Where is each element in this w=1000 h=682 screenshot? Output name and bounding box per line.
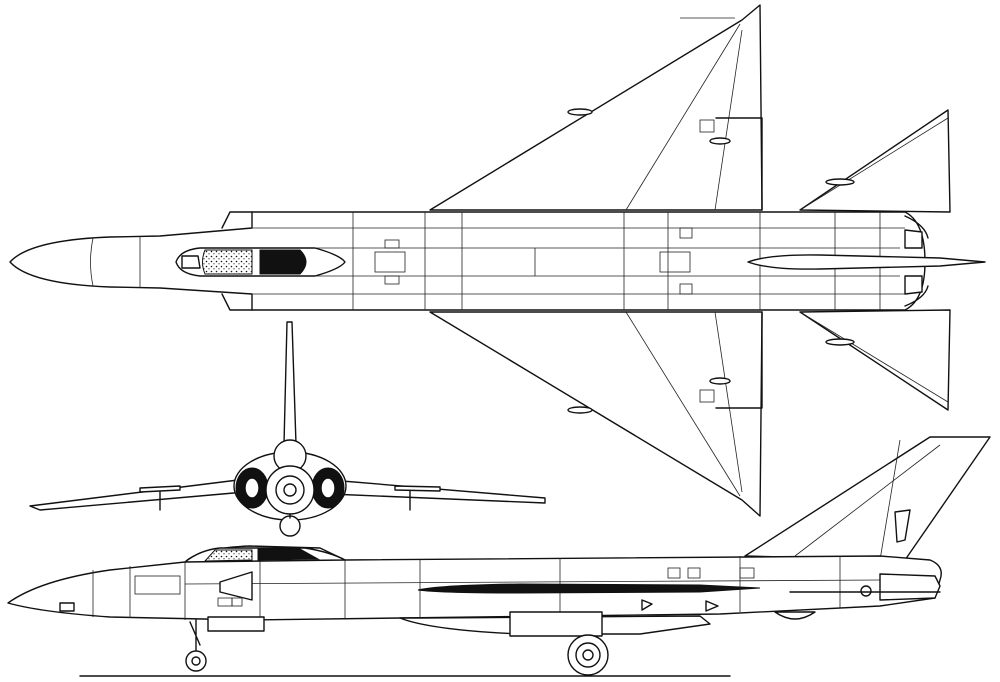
top-view-canopy-detail xyxy=(202,249,253,275)
top-view-upper-wing xyxy=(429,4,763,211)
side-view-fuselage xyxy=(7,545,942,621)
side-view-nose-gear xyxy=(189,619,201,653)
front-view xyxy=(29,321,546,537)
side-view-missile xyxy=(417,583,761,594)
top-view xyxy=(9,4,986,517)
side-view-fin xyxy=(744,436,991,561)
top-view-lower-wing xyxy=(429,311,763,517)
top-view-lower-tailplane xyxy=(799,309,951,411)
top-view-ventral-store xyxy=(747,254,986,270)
top-view-upper-tailplane xyxy=(799,109,951,213)
side-view-cockpit xyxy=(257,548,320,561)
front-view-fin xyxy=(283,321,297,445)
front-view-left-wing xyxy=(29,479,246,511)
top-view-cockpit-opening xyxy=(259,249,307,275)
side-view xyxy=(7,436,991,677)
